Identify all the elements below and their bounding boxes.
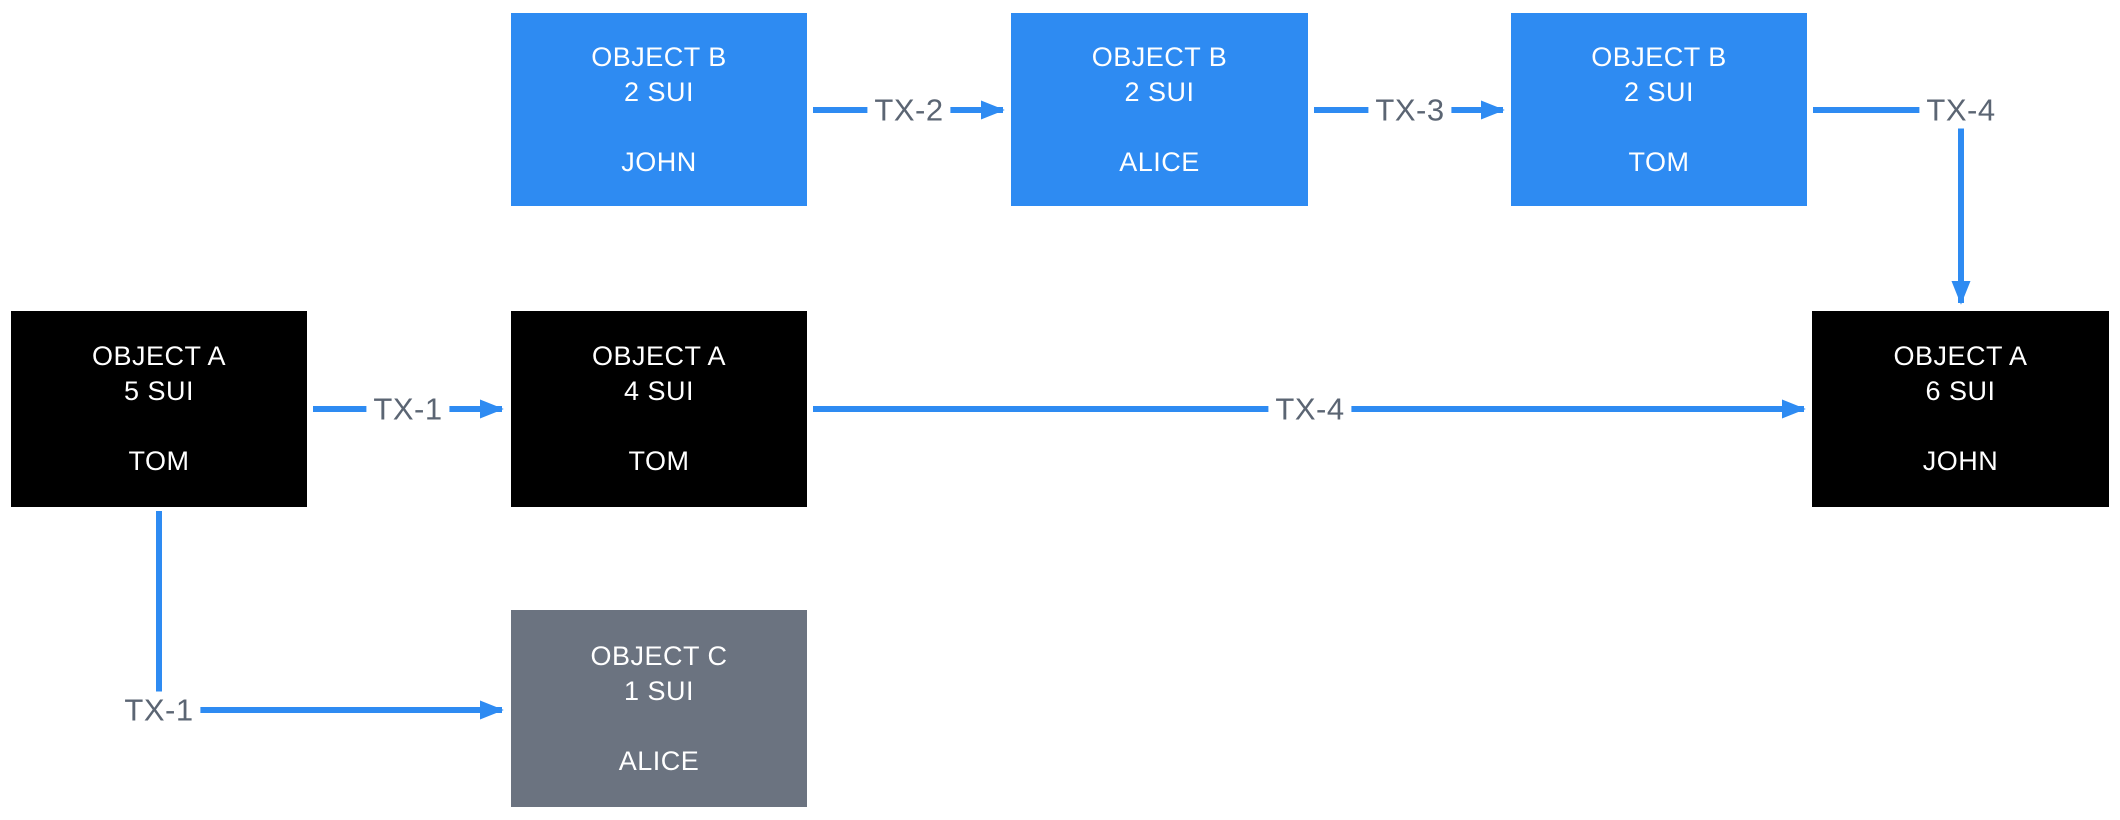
object-title: OBJECT A: [91, 341, 227, 371]
object-owner: ALICE: [1119, 146, 1200, 177]
object-title: OBJECT B: [1591, 41, 1727, 72]
tx-label: TX-1: [366, 390, 450, 428]
object-box-object-b-alice: OBJECT B 2 SUI ALICE: [1011, 13, 1308, 206]
object-owner: ALICE: [618, 745, 700, 776]
object-box-object-a-6-john: OBJECT A 6 SUI JOHN: [1812, 311, 2109, 507]
object-amount: 5 SUI: [123, 376, 195, 406]
tx-label: TX-4: [1919, 91, 2003, 129]
object-title: OBJECT B: [1091, 41, 1228, 72]
object-box-object-b-john: OBJECT B 2 SUI JOHN: [511, 13, 807, 206]
object-title: OBJECT A: [591, 341, 727, 371]
object-box-object-a-4-tom: OBJECT A 4 SUI TOM: [511, 311, 807, 507]
object-owner: TOM: [128, 446, 190, 476]
tx-label: TX-2: [867, 91, 951, 129]
tx-arrow: [1813, 107, 1971, 305]
tx-label: TX-1: [117, 691, 201, 729]
object-amount: 1 SUI: [623, 675, 695, 706]
object-amount: 4 SUI: [623, 376, 695, 406]
object-box-object-c-alice: OBJECT C 1 SUI ALICE: [511, 610, 807, 807]
object-owner: JOHN: [1922, 446, 1999, 476]
object-title: OBJECT B: [591, 41, 727, 72]
tx-label: TX-3: [1368, 91, 1452, 129]
object-box-object-b-tom: OBJECT B 2 SUI TOM: [1511, 13, 1807, 206]
object-amount: 2 SUI: [623, 76, 695, 107]
object-amount: 2 SUI: [1623, 76, 1695, 107]
object-amount: 6 SUI: [1925, 376, 1996, 406]
object-amount: 2 SUI: [1124, 76, 1195, 107]
object-title: OBJECT A: [1893, 341, 2028, 371]
object-title: OBJECT C: [590, 640, 728, 671]
object-owner: JOHN: [621, 146, 697, 177]
object-owner: TOM: [1628, 146, 1690, 177]
object-owner: TOM: [628, 446, 690, 476]
tx-label: TX-4: [1268, 390, 1352, 428]
object-box-object-a-5-tom: OBJECT A 5 SUI TOM: [11, 311, 307, 507]
tx-arrow: [156, 511, 504, 720]
